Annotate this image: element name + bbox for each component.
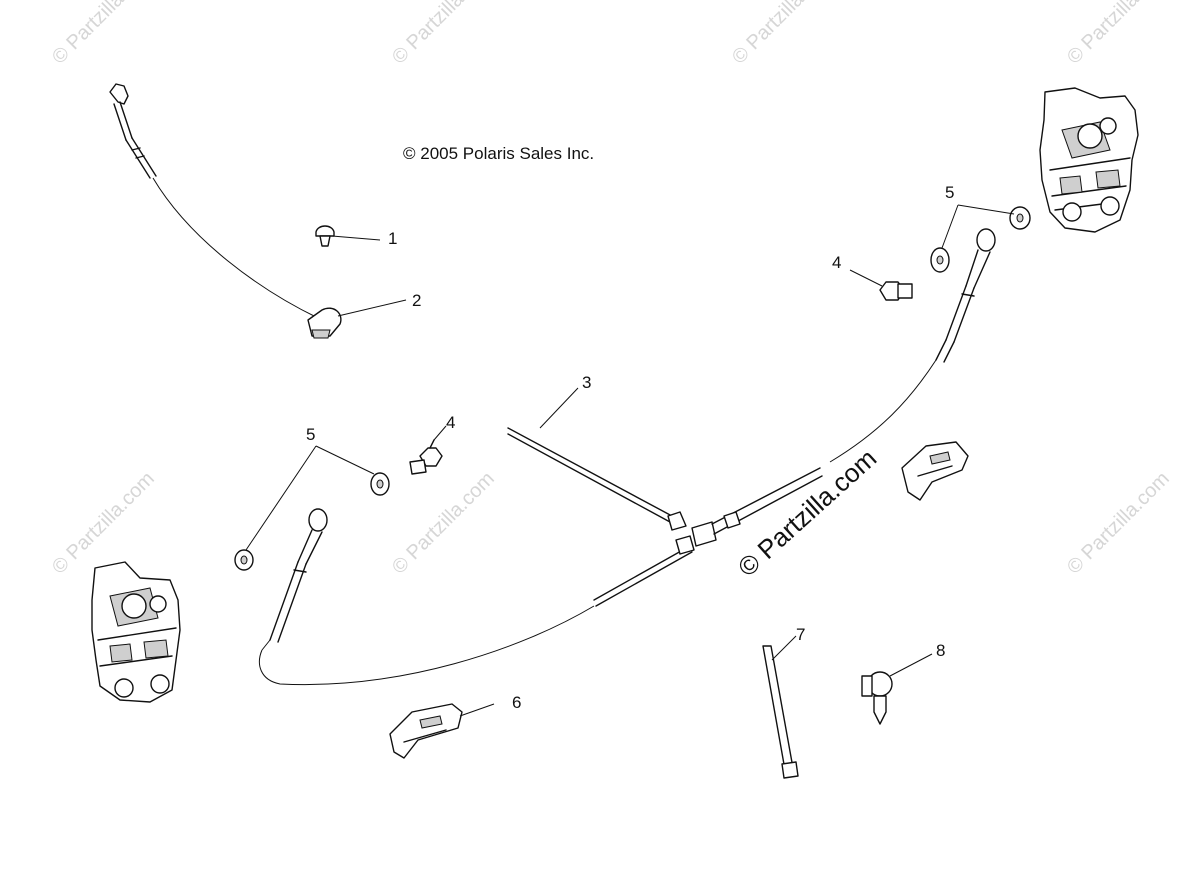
watermark: © Partzilla.com [48,0,159,69]
callout-4a: 4 [446,413,455,432]
leader-4a [433,425,447,441]
watermark: © Partzilla.com [388,0,499,69]
leader-4b [849,269,883,287]
callout-5a: 5 [306,425,315,444]
callout-1: 1 [388,229,397,248]
leader-6 [459,703,495,717]
callout-6: 6 [512,693,521,712]
banjo-bolt-part [409,439,443,475]
brake-line-tee-part [258,359,937,686]
leader-2 [337,299,407,317]
push-rivet-part [315,225,335,247]
leader-1 [331,235,381,241]
callout-4b: 4 [832,253,841,272]
callout-7: 7 [796,625,805,644]
callout-2: 2 [412,291,421,310]
callout-3: 3 [582,373,591,392]
cable-tie-part [762,645,799,779]
leader-7 [771,635,797,661]
copyright-text: © 2005 Polaris Sales Inc. [403,144,594,163]
washer-part [1009,206,1031,230]
left-brake-line-fitting [261,508,328,651]
leader-8 [889,653,933,677]
washer-part [370,472,390,496]
leader-3 [539,387,579,429]
cable-clip-part [389,703,463,759]
callout-8: 8 [936,641,945,660]
watermark: © Partzilla.com [1063,468,1174,579]
watermark: © Partzilla.com [48,468,159,579]
watermark: © Partzilla.com [728,0,839,69]
watermark: © Partzilla.com [388,468,499,579]
leader-5a [245,445,375,551]
banjo-bolt-part [879,281,913,301]
leader-5b [941,204,1015,249]
washer-part [930,247,950,273]
lower-left-caliper [91,561,181,703]
upper-left-brake-line [109,83,319,319]
washer-part [234,549,254,571]
right-brake-line-fitting [935,228,996,363]
upper-right-caliper [1039,87,1139,233]
background-watermarks: © Partzilla.com © Partzilla.com © Partzi… [48,0,1174,579]
callout-5b: 5 [945,183,954,202]
push-mount-part [861,671,893,725]
p-clamp-part [307,307,342,339]
cable-clip-part [901,441,969,501]
watermark: © Partzilla.com [1063,0,1174,69]
